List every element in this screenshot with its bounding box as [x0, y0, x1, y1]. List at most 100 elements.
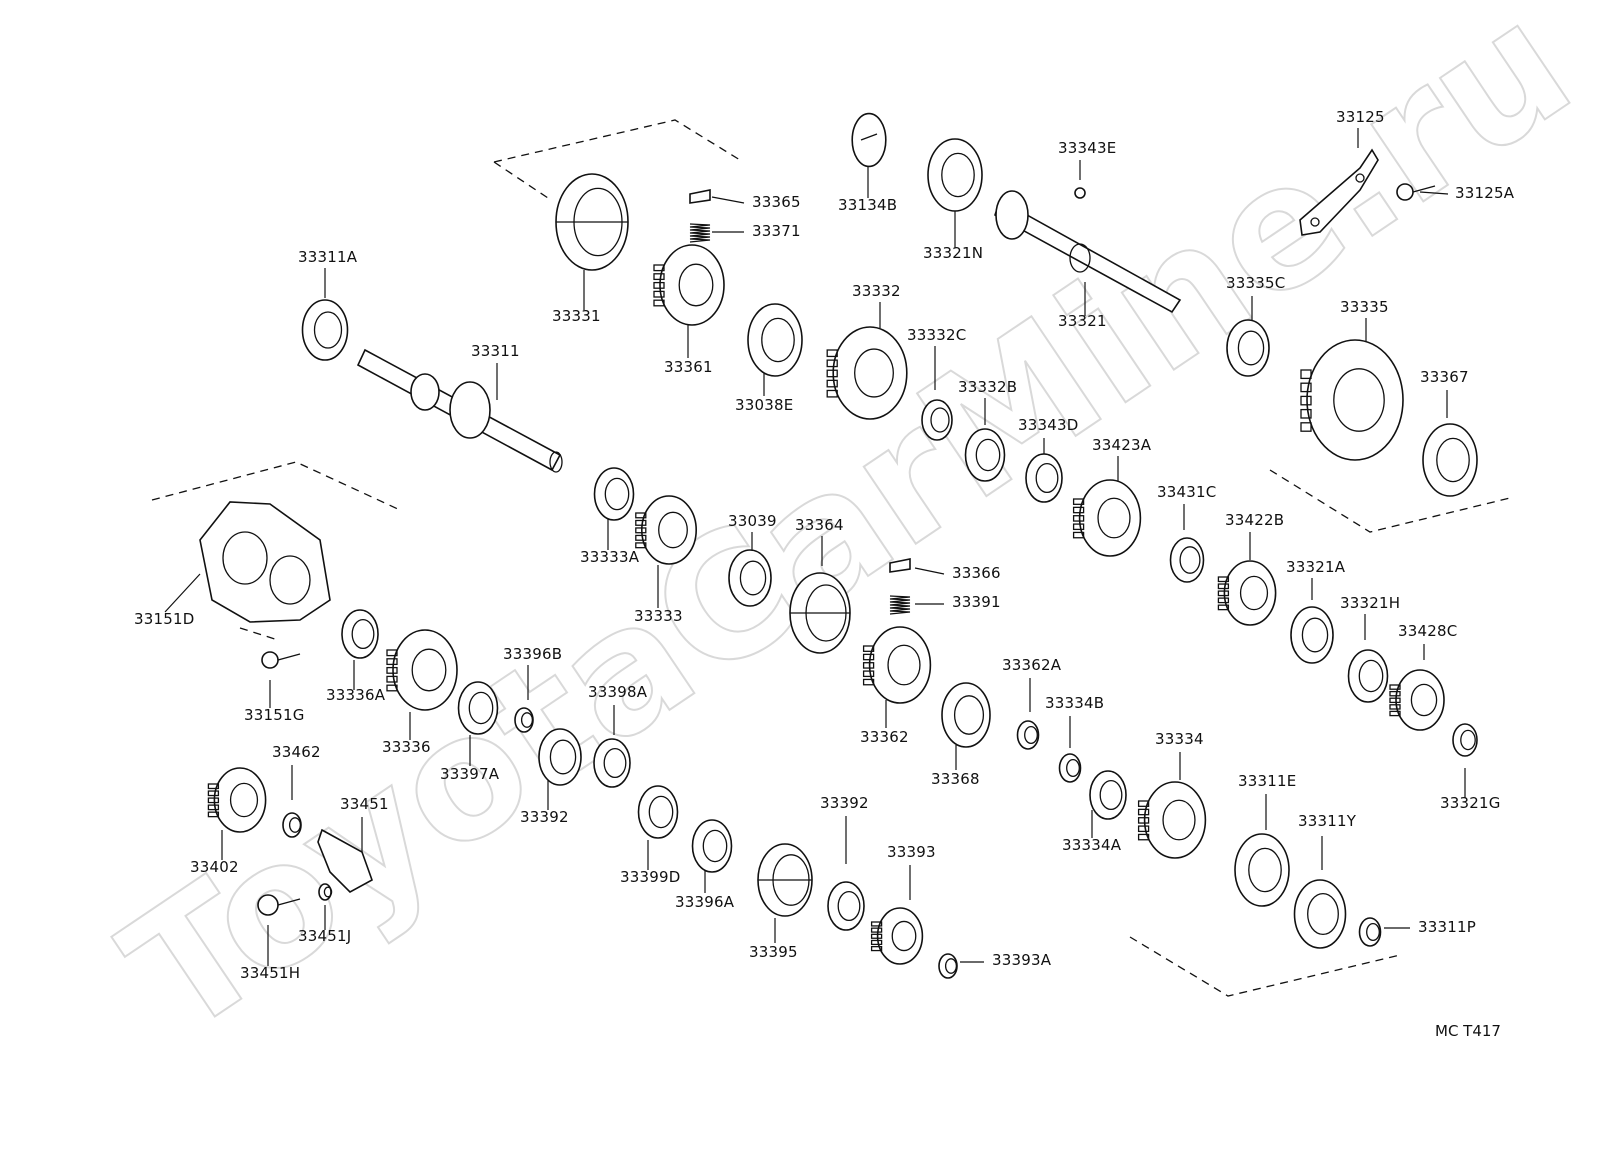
part-glyph — [1293, 879, 1347, 949]
part-number-label: 33451H — [240, 964, 300, 982]
part-number-label: 33392 — [520, 808, 569, 826]
part-glyph — [851, 112, 887, 168]
part-number-label: 33396B — [503, 645, 562, 663]
part-glyph — [1290, 606, 1334, 664]
leader-line — [1419, 191, 1449, 195]
part-number-label: 33331 — [552, 307, 601, 325]
part-number-label: 33039 — [728, 512, 777, 530]
part-glyph — [282, 812, 302, 838]
part-glyph — [927, 138, 983, 212]
part-glyph — [318, 883, 333, 901]
part-glyph — [862, 626, 932, 704]
part-number-label: 33321 — [1058, 312, 1107, 330]
part-number-label: 33393A — [992, 951, 1052, 969]
part-glyph — [1016, 720, 1040, 750]
part-glyph — [593, 467, 635, 521]
part-glyph — [301, 299, 349, 361]
part-glyph — [826, 326, 908, 420]
part-glyph — [1422, 423, 1478, 497]
part-number-label: 33125 — [1336, 108, 1385, 126]
part-glyph — [941, 682, 991, 748]
part-number-label: 33366 — [952, 564, 1001, 582]
part-glyph — [689, 223, 711, 243]
part-number-label: 33311P — [1418, 918, 1476, 936]
part-glyph — [1389, 669, 1445, 731]
part-glyph — [1169, 537, 1205, 583]
leader-lines — [164, 128, 1466, 966]
part-number-label: 33134B — [838, 196, 897, 214]
part-number-label: 33395 — [749, 943, 798, 961]
part-number-label: 33334A — [1062, 836, 1122, 854]
part-number-label: 33451 — [340, 795, 389, 813]
part-drawings — [199, 112, 1478, 979]
part-number-label: 33336A — [326, 686, 386, 704]
part-glyph — [261, 651, 301, 669]
part-number-label: 33364 — [795, 516, 844, 534]
part-glyph — [514, 707, 534, 733]
part-glyph — [1452, 723, 1478, 757]
part-glyph — [1025, 453, 1063, 503]
part-number-label: 33391 — [952, 593, 1001, 611]
part-glyph — [1299, 148, 1379, 236]
part-glyph — [341, 609, 379, 659]
part-glyph — [747, 303, 803, 377]
part-number-label: 33393 — [887, 843, 936, 861]
part-glyph — [356, 348, 563, 473]
part-number-label: 33311 — [471, 342, 520, 360]
part-number-label: 33335 — [1340, 298, 1389, 316]
part-glyph — [1089, 770, 1127, 820]
part-number-label: 33311A — [298, 248, 358, 266]
part-glyph — [637, 785, 679, 839]
part-glyph — [889, 595, 911, 615]
part-number-label: 33321H — [1340, 594, 1400, 612]
part-number-label: 33321A — [1286, 558, 1346, 576]
part-number-label: 33333 — [634, 607, 683, 625]
part-glyph — [691, 819, 733, 873]
part-number-label: 33368 — [931, 770, 980, 788]
part-glyph — [635, 495, 697, 565]
part-glyph — [728, 549, 772, 607]
part-number-label: 33332 — [852, 282, 901, 300]
part-glyph — [555, 173, 629, 271]
part-number-label: 33402 — [190, 858, 239, 876]
part-number-label: 33335C — [1226, 274, 1285, 292]
leader-line — [914, 567, 945, 575]
part-glyph — [889, 558, 911, 573]
part-glyph — [1137, 781, 1207, 859]
part-number-label: 33423A — [1092, 436, 1152, 454]
part-glyph — [593, 738, 631, 788]
part-glyph — [689, 189, 711, 204]
part-number-label: 33397A — [440, 765, 500, 783]
part-number-label: 33392 — [820, 794, 869, 812]
part-number-label: 33334 — [1155, 730, 1204, 748]
part-glyph — [457, 681, 499, 735]
part-glyph — [1074, 187, 1086, 199]
part-number-label: 33336 — [382, 738, 431, 756]
part-number-label: 33451J — [298, 927, 351, 945]
leader-line — [711, 196, 745, 204]
diagram-reference-code: MC T417 — [1435, 1022, 1501, 1040]
part-glyph — [1347, 649, 1389, 703]
leader-line — [164, 573, 201, 613]
part-number-label: 33311Y — [1298, 812, 1357, 830]
part-number-label: 33367 — [1420, 368, 1469, 386]
part-glyph — [1217, 560, 1277, 626]
part-number-label: 33332C — [907, 326, 966, 344]
part-glyph — [870, 907, 924, 965]
part-number-label: 33334B — [1045, 694, 1104, 712]
part-glyph — [964, 428, 1006, 482]
part-number-label: 33321G — [1440, 794, 1501, 812]
part-glyph — [789, 572, 851, 654]
part-glyph — [317, 828, 373, 893]
part-number-label: 33365 — [752, 193, 801, 211]
part-glyph — [938, 953, 958, 979]
part-number-label: 33362 — [860, 728, 909, 746]
part-labels: 33311A333113333133365333713336133038E331… — [134, 108, 1515, 982]
part-number-label: 33151G — [244, 706, 305, 724]
part-glyph — [1300, 339, 1404, 461]
part-number-label: 33362A — [1002, 656, 1062, 674]
part-glyph — [1226, 319, 1270, 377]
part-glyph — [257, 894, 301, 916]
part-number-label: 33333A — [580, 548, 640, 566]
part-number-label: 33398A — [588, 683, 648, 701]
